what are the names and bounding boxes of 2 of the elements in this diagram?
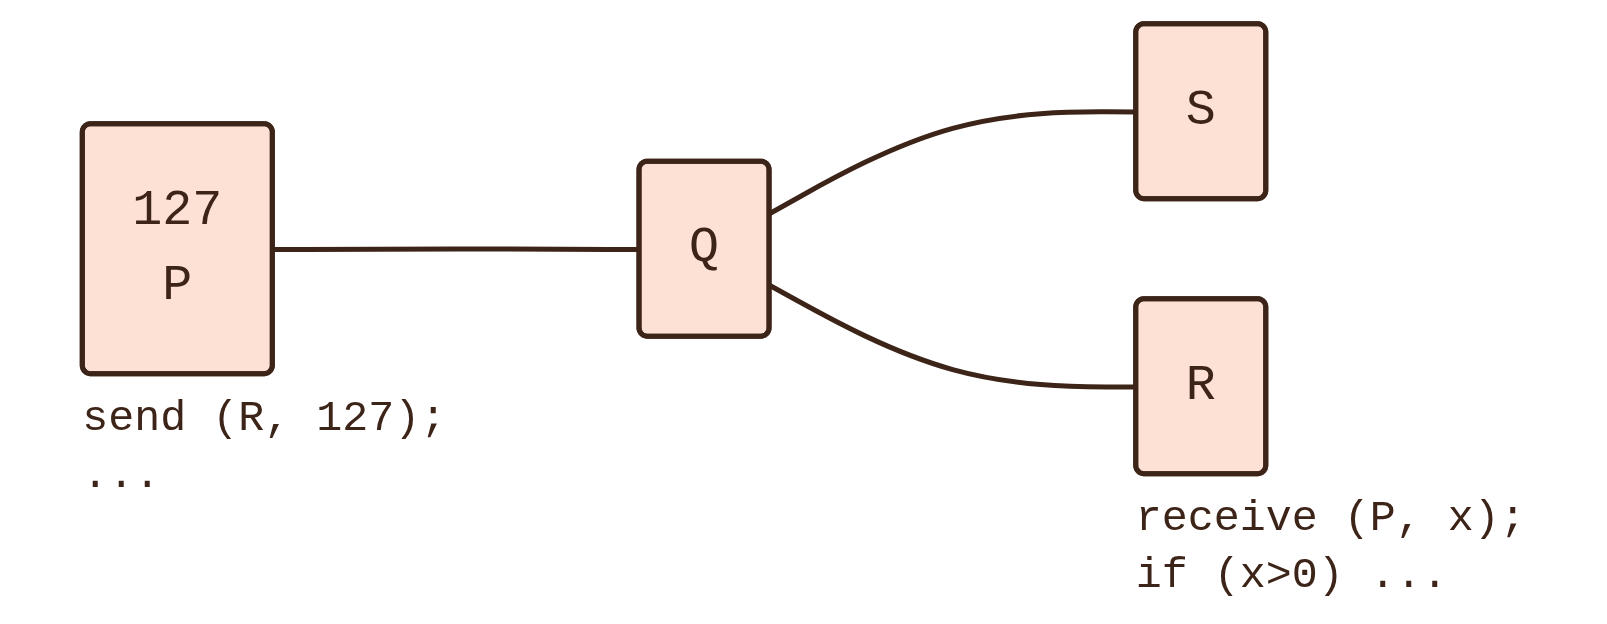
code-text: receive (P, x); if (x>0) ... (1135, 494, 1526, 601)
code-text: send (R, 127); ... (81, 394, 446, 501)
